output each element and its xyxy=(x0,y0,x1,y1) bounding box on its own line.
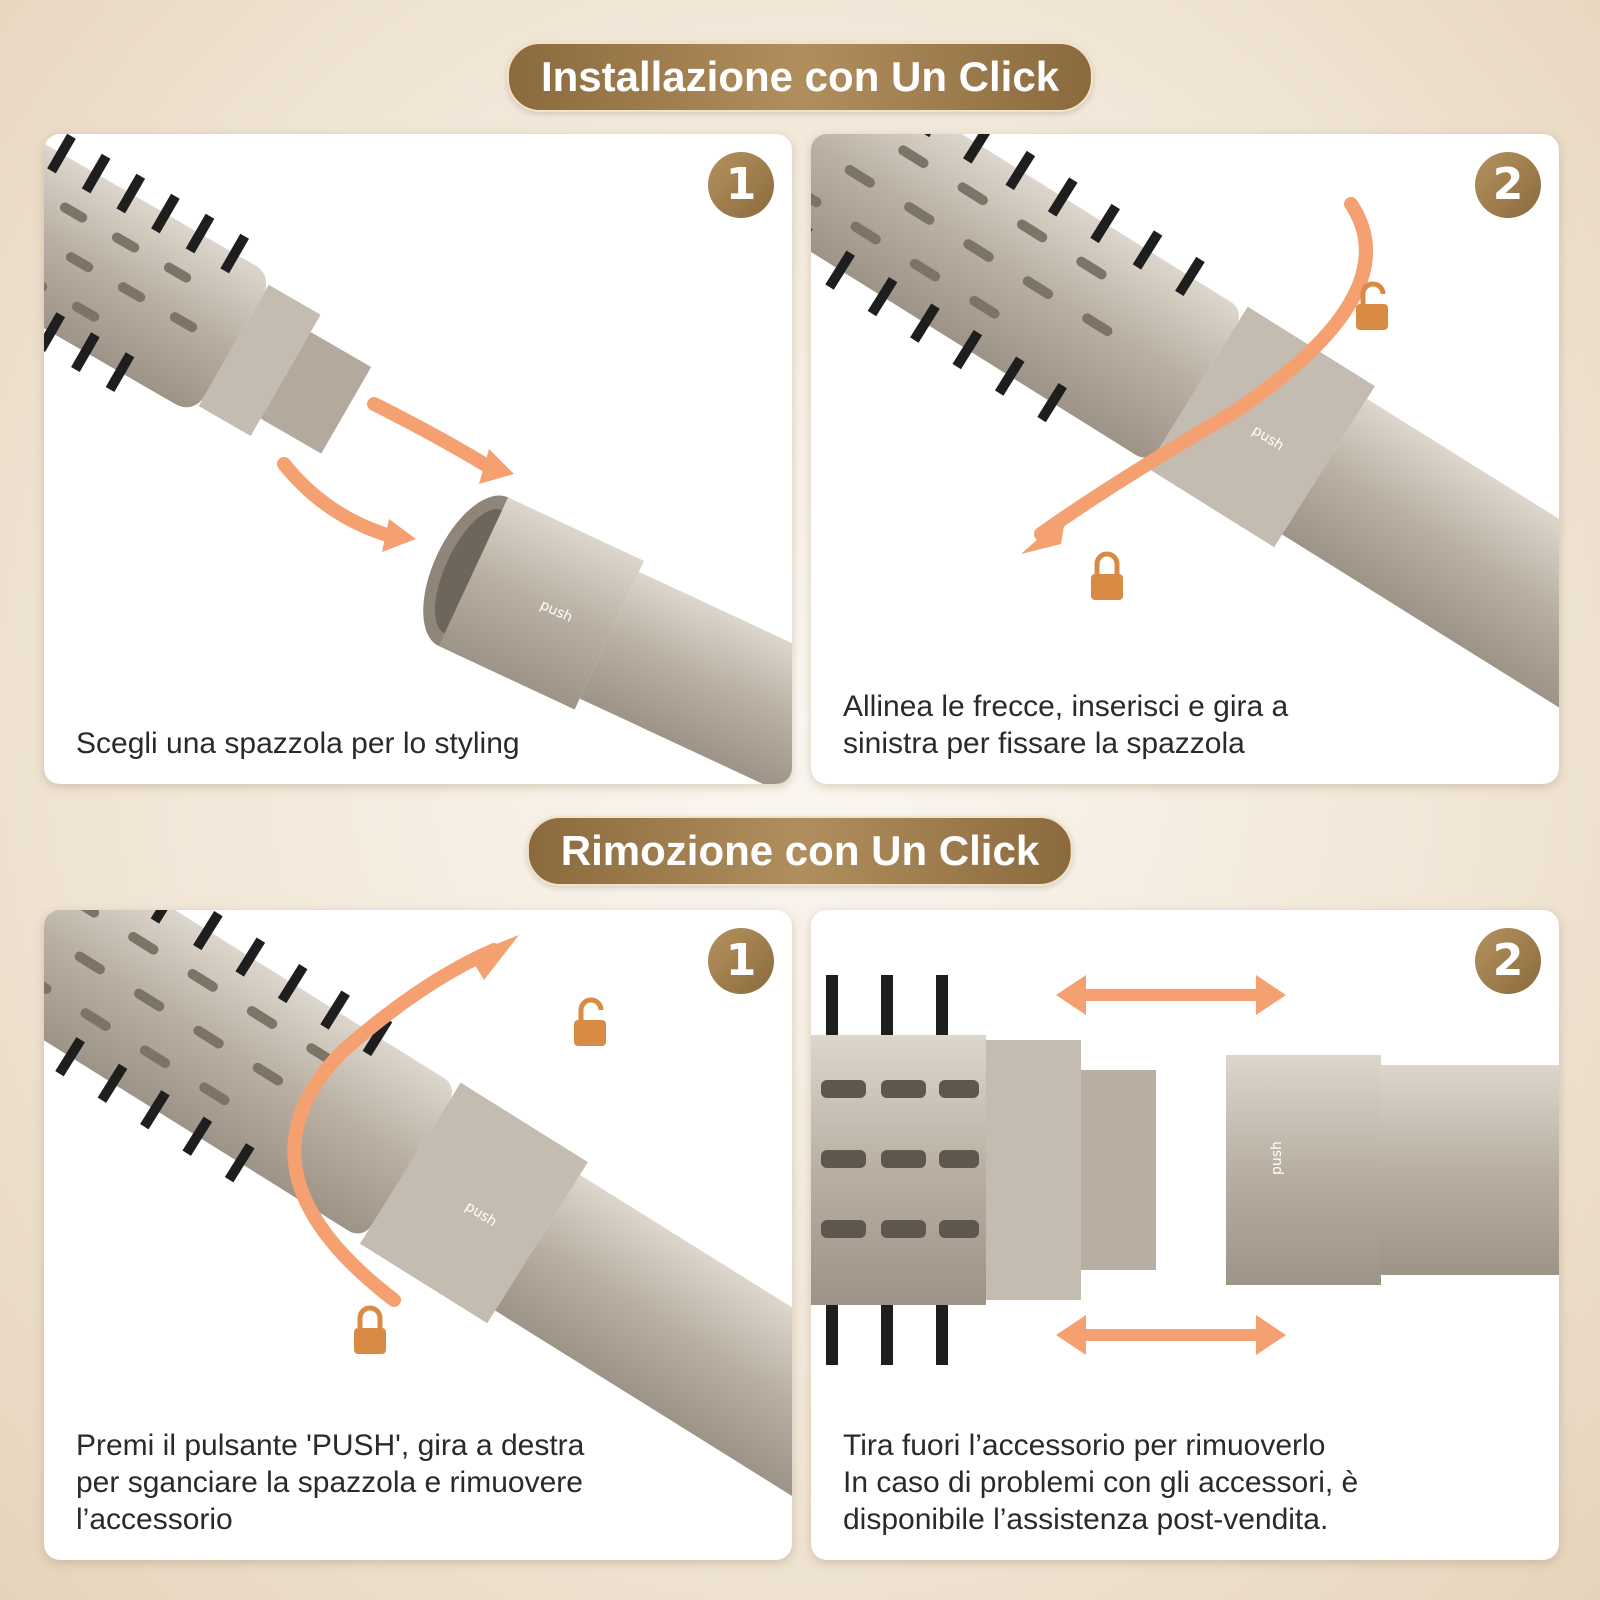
panel-remove-step-1: push 1 Premi il pulsante 'PUSH', gira a … xyxy=(44,910,792,1560)
brush-illustration: push xyxy=(44,134,792,784)
arrow-icon xyxy=(1034,197,1373,541)
brush-icon xyxy=(811,975,1156,1365)
section-title-installazione: Installazione con Un Click xyxy=(506,42,1094,112)
unlock-icon xyxy=(574,997,606,1046)
brush-icon xyxy=(44,134,372,454)
panel-install-step-2: push 2 Allinea le frecce, inserisci e gi… xyxy=(811,134,1559,784)
panel-install-step-1: push 1 Scegli una spazzola per lo stylin… xyxy=(44,134,792,784)
handle-icon: push xyxy=(423,495,792,784)
handle-icon xyxy=(360,1082,588,1324)
brush-illustration: push xyxy=(44,910,792,1550)
section-title-rimozione: Rimozione con Un Click xyxy=(526,816,1074,886)
brush-illustration: push xyxy=(811,134,1559,774)
panel-remove-step-2: push 2 Tira fuori l’accessorio per rimuo… xyxy=(811,910,1559,1560)
arrow-icon xyxy=(277,397,491,541)
push-label: push xyxy=(1269,1141,1285,1175)
step-caption: Allinea le frecce, inserisci e gira a si… xyxy=(843,690,1289,760)
step-caption: Scegli una spazzola per lo styling xyxy=(76,727,520,760)
step-number-badge: 1 xyxy=(708,928,774,994)
step-caption: Tira fuori l’accessorio per rimuoverlo I… xyxy=(843,1429,1359,1536)
step-number-badge: 2 xyxy=(1475,152,1541,218)
arrow-icon xyxy=(1075,989,1267,1341)
arrow-icon xyxy=(287,943,501,1307)
handle-icon: push xyxy=(1226,1055,1559,1285)
handle-icon xyxy=(1147,306,1375,548)
brush-illustration: push xyxy=(811,975,1559,1365)
lock-icon xyxy=(354,1305,386,1354)
unlock-icon xyxy=(1356,281,1388,330)
step-number-badge: 2 xyxy=(1475,928,1541,994)
lock-icon xyxy=(1091,551,1123,600)
step-number-badge: 1 xyxy=(708,152,774,218)
step-caption: Premi il pulsante 'PUSH', gira a destra … xyxy=(76,1429,585,1536)
